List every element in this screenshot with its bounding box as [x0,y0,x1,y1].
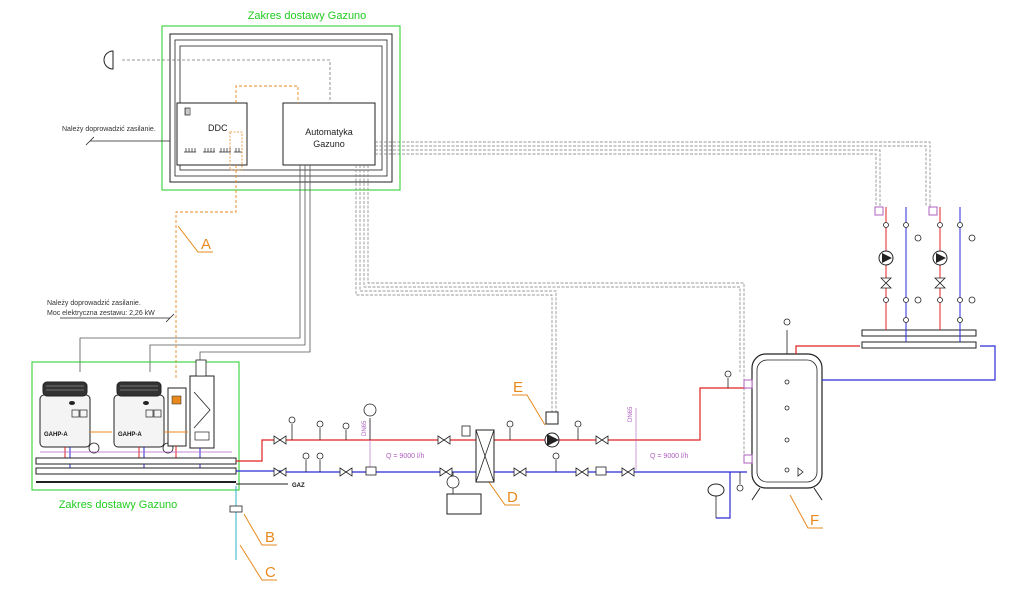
unit-2-label: GAHP-A [118,432,142,438]
callout-letter-d: D [507,489,518,506]
callout-b: B [243,513,277,546]
power-note-2b: Moc elektryczna zestawu: 2,26 kW [47,310,155,317]
pump-headers [35,457,237,483]
heating-circuit-1 [874,206,922,342]
control-cabinet-scope: Zakres dostawy Gazuno DDC Automatyka Gaz… [161,10,401,191]
tank-manifold-link [795,345,996,381]
callout-e: E [512,379,546,426]
callout-letter-b: B [265,529,275,546]
power-note-1: Należy doprowadzić zasilanie. [62,126,156,133]
power-note-top: Należy doprowadzić zasilanie. [62,126,170,146]
callout-letter-f: F [810,512,819,529]
heating-manifolds [861,206,977,349]
pipe-fittings [273,370,744,492]
unit-1-label: GAHP-A [44,432,68,438]
outdoor-sensor [103,50,331,103]
scope-label-top: Zakres dostawy Gazuno [248,10,367,22]
dn-label-2: DN65 [628,406,634,422]
control-module [167,359,215,449]
heating-circuit-2 [928,206,976,342]
flow-label-1: Q = 9000 l/h [386,453,424,460]
ddc-label: DDC [208,123,228,133]
callout-letter-c: C [265,564,276,581]
callout-letter-e: E [513,379,523,396]
callout-a: A [177,225,213,253]
gas-line: GAZ [229,483,305,560]
callout-f: F [789,494,823,529]
scope-label-bottom: Zakres dostawy Gazuno [59,499,178,511]
expansion-vessel [707,483,725,518]
power-note-2a: Należy doprowadzić zasilanie. [47,300,141,307]
flow-label-2: Q = 9000 l/h [650,453,688,460]
automatyka-label-2: Gazuno [313,139,345,149]
power-cables [79,165,311,372]
ddc-automatyka-link [235,85,299,103]
dn-label-1: DN65 [362,420,368,436]
signal-cables [355,141,931,455]
ddc-orange-link [175,165,237,380]
automatyka-label-1: Automatyka [305,127,353,137]
callout-letter-a: A [201,236,211,253]
pipe-labels-left: DN65 Q = 9000 l/h [362,420,424,470]
ddc-controller: DDC [176,102,248,166]
heat-pump-unit-1: GAHP-A [39,381,100,454]
power-note-bottom: Należy doprowadzić zasilanie. Moc elektr… [47,300,175,323]
heat-pump-unit-2: GAHP-A [113,381,174,454]
automatyka-controller: Automatyka Gazuno [282,102,376,166]
buffer-tank [743,318,823,501]
plate-heat-exchanger [446,429,495,515]
ddc-terminals [184,148,242,153]
pipe-labels-right: DN65 Q = 9000 l/h [628,406,688,470]
heat-pump-scope: Zakres dostawy Gazuno GAHP-A GAHP-A [31,359,240,511]
circulation-pump [544,411,560,448]
callout-d: D [485,477,520,506]
callout-c: C [239,544,277,581]
gas-label: GAZ [292,483,305,489]
